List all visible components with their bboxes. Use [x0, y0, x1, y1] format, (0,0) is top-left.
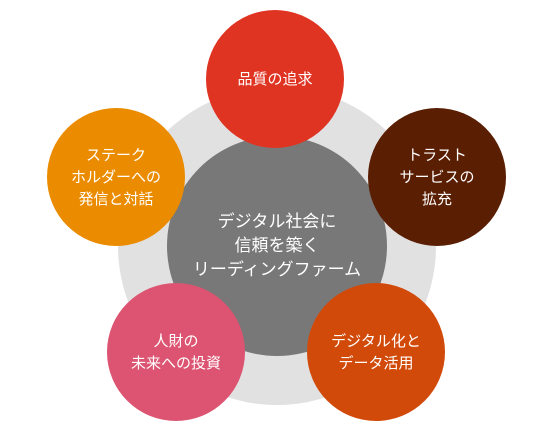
center-line-1: デジタル社会に	[217, 212, 337, 232]
pillar-digitalization: デジタル化と データ活用	[307, 283, 445, 421]
pillar-human-capital-line-1: 人財の	[153, 332, 199, 350]
pillar-trust-services-line-2: サービスの	[399, 168, 475, 186]
pillar-quality-line-1: 品質の追求	[237, 70, 313, 88]
center-line-3: リーディングファーム	[192, 260, 362, 280]
pillar-stakeholder-dialogue-line-1: ステーク	[85, 146, 146, 164]
pillar-digitalization-line-2: データ活用	[338, 354, 414, 372]
pillar-human-capital-line-2: 未来への投資	[130, 354, 221, 372]
pillar-stakeholder-dialogue-line-2: ホルダーへの	[70, 168, 161, 186]
pillar-stakeholder-dialogue-line-3: 発信と対話	[78, 190, 154, 208]
pillar-quality: 品質の追求	[206, 10, 344, 148]
pillar-trust-services-line-3: 拡充	[421, 190, 452, 208]
pillar-trust-services-line-1: トラスト	[407, 146, 467, 164]
pillar-stakeholder-dialogue: ステーク ホルダーへの 発信と対話	[47, 108, 185, 246]
pillar-trust-services: トラスト サービスの 拡充	[368, 108, 506, 246]
pillar-human-capital: 人財の 未来への投資	[107, 283, 245, 421]
center-line-2: 信頼を築く	[234, 236, 320, 256]
pillar-digitalization-line-1: デジタル化と	[331, 332, 421, 350]
